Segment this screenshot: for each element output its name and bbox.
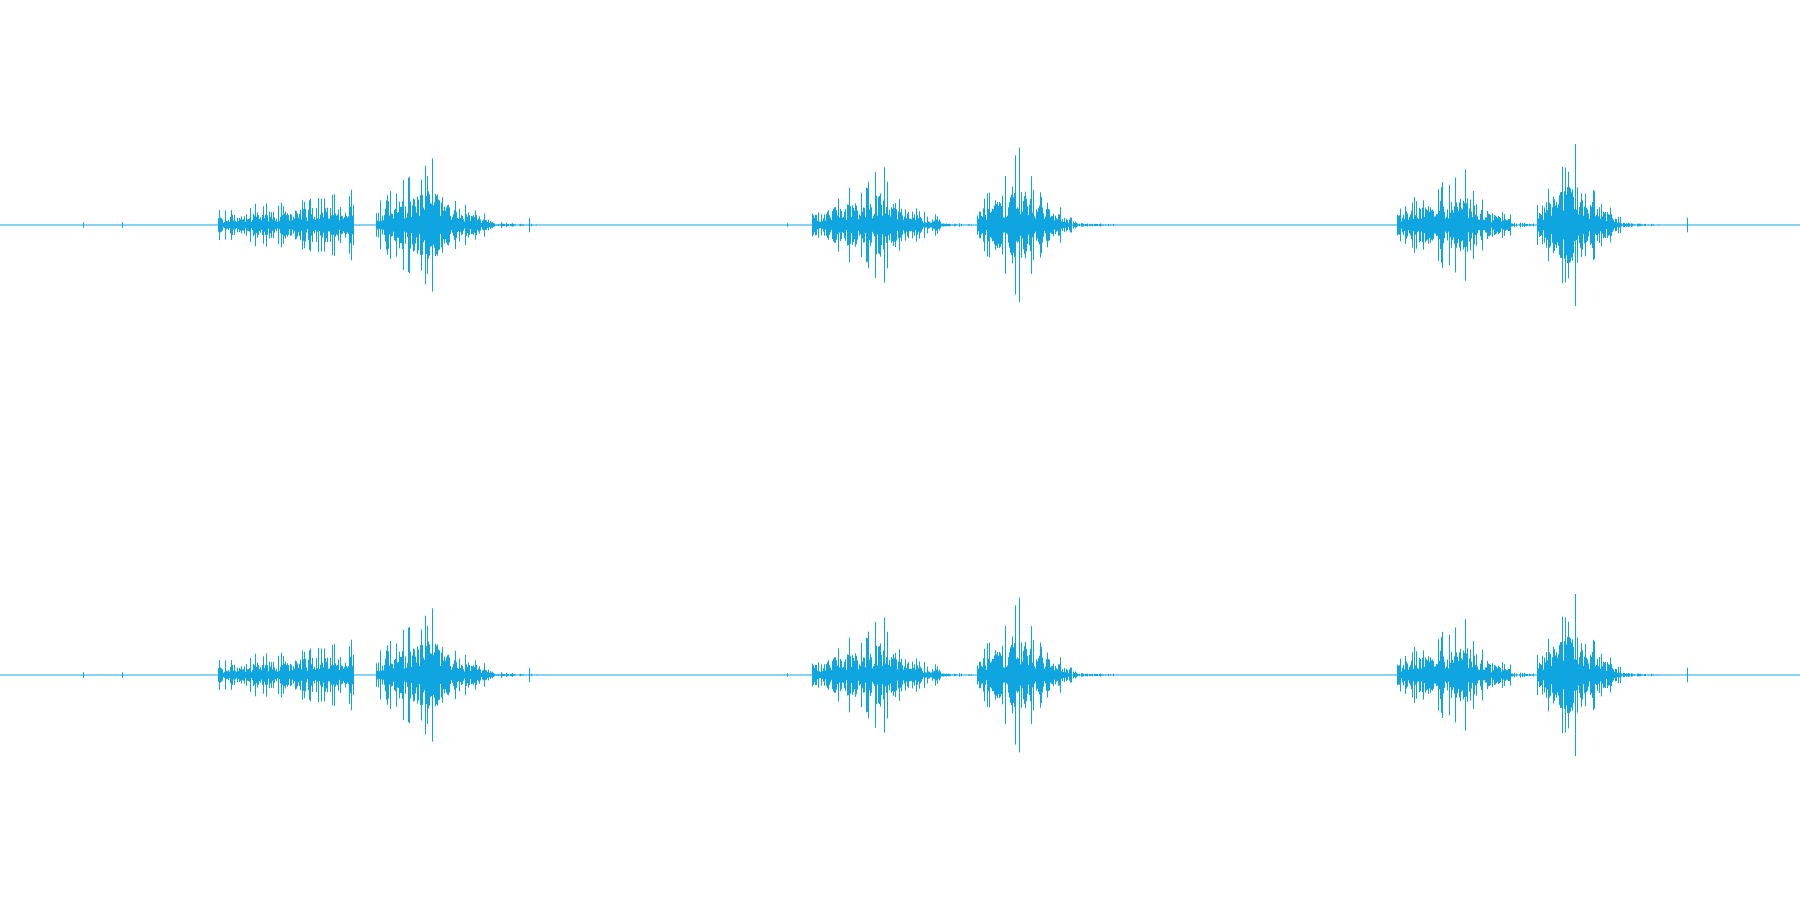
waveform-amplitude (83, 144, 1688, 306)
waveform-channel-2[interactable] (0, 594, 1800, 756)
waveform-channel-1[interactable] (0, 144, 1800, 306)
waveform-amplitude (83, 594, 1688, 756)
